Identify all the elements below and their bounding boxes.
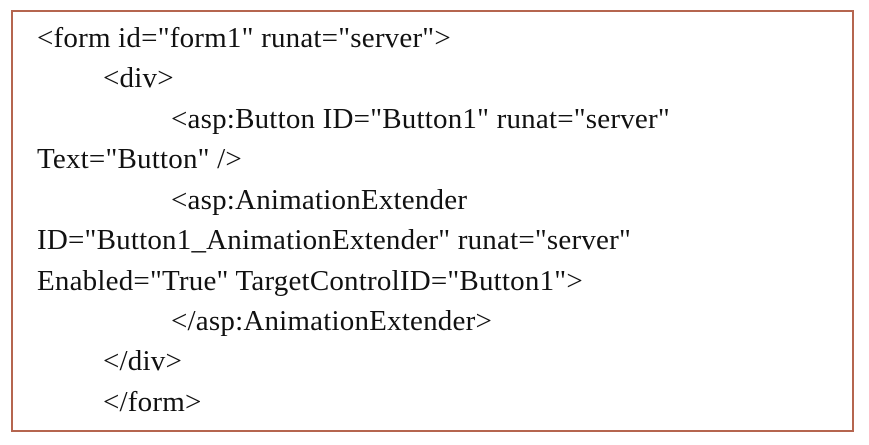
- code-block: <form id="form1" runat="server"> <div> <…: [11, 10, 854, 432]
- code-line-3: <asp:Button ID="Button1" runat="server": [171, 103, 670, 135]
- code-line-2: <div>: [103, 62, 174, 94]
- code-line-10: </form>: [103, 386, 202, 418]
- code-line-4: Text="Button" />: [37, 143, 242, 175]
- code-line-1: <form id="form1" runat="server">: [37, 22, 451, 54]
- code-line-7: Enabled="True" TargetControlID="Button1"…: [37, 265, 583, 297]
- code-line-9: </div>: [103, 345, 183, 377]
- code-line-5: <asp:AnimationExtender: [171, 184, 468, 216]
- code-line-8: </asp:AnimationExtender>: [171, 305, 492, 337]
- code-line-6: ID="Button1_AnimationExtender" runat="se…: [37, 224, 632, 256]
